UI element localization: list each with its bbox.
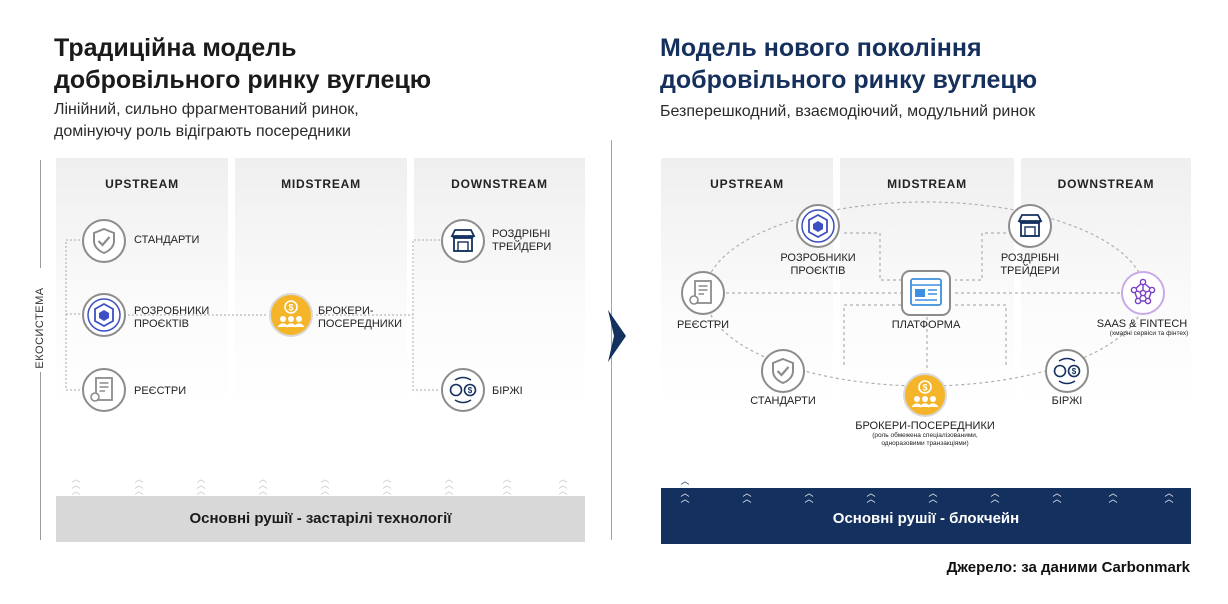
right-subtitle: Безперешкодний, взаємодіючий, модульний …	[660, 103, 1036, 120]
left-title-line1: Традиційна модель	[54, 34, 297, 62]
right-label-brokers: БРОКЕРИ-ПОСЕРЕДНИКИ	[855, 420, 995, 432]
registry-document-icon	[82, 368, 126, 412]
wave-mark: ︿︿	[1052, 488, 1062, 504]
svg-text:$: $	[1072, 367, 1077, 376]
wave-mark: ︿︿	[804, 488, 814, 504]
wave-mark: ︿︿︿	[258, 474, 268, 496]
chevron-right-icon	[608, 310, 626, 362]
panel-divider	[611, 140, 612, 540]
platform-browser-icon	[901, 270, 951, 316]
right-label-developers: РОЗРОБНИКИ ПРОЄКТІВ	[768, 252, 868, 278]
wave-mark: ︿	[680, 476, 690, 486]
source-note: Джерело: за даними Carbonmark	[946, 559, 1190, 576]
left-label-retail: РОЗДРІБНІ ТРЕЙДЕРИ	[492, 228, 551, 254]
left-label-registries: РЕЄСТРИ	[134, 385, 187, 397]
svg-text:$: $	[922, 383, 927, 393]
right-col-upstream-heading: UPSTREAM	[710, 177, 784, 191]
right-drivers-bar: Основні рушії - блокчейн	[832, 510, 1020, 527]
svg-text:$: $	[468, 386, 473, 395]
right-label-developers-line1: РОЗРОБНИКИ	[780, 252, 856, 264]
right-label-brokers-note-line1: (роль обмежена спеціалізованими,	[872, 432, 978, 439]
wave-mark: ︿︿︿	[134, 474, 144, 496]
right-label-platform: ПЛАТФОРМА	[891, 319, 961, 331]
left-label-brokers-line1: БРОКЕРИ-	[318, 305, 374, 317]
broker-dollar-people-icon: $	[903, 373, 947, 417]
project-developer-icon	[796, 204, 840, 248]
wave-mark: ︿︿︿	[382, 474, 392, 496]
right-label-registries: РЕЄСТРИ	[676, 319, 730, 331]
right-title-line1: Модель нового покоління	[660, 34, 982, 62]
left-label-retail-line1: РОЗДРІБНІ	[492, 228, 551, 240]
left-title: Традиційна модель добровільного ринку ву…	[54, 32, 431, 96]
ecosystem-axis-gap	[40, 268, 41, 372]
left-label-brokers-line2: ПОСЕРЕДНИКИ	[318, 318, 403, 330]
left-label-developers-line2: ПРОЄКТІВ	[134, 318, 189, 330]
left-col-downstream-heading: DOWNSTREAM	[451, 177, 548, 191]
left-col-midstream	[235, 158, 407, 408]
left-col-downstream	[414, 158, 585, 408]
exchange-coins-icon: $	[1045, 349, 1089, 393]
left-col-upstream-heading: UPSTREAM	[105, 177, 179, 191]
shield-check-icon	[761, 349, 805, 393]
left-title-line2: добровільного ринку вуглецю	[54, 66, 432, 94]
right-label-retail-line2: ТРЕЙДЕРИ	[1000, 265, 1060, 277]
left-label-exchanges: БІРЖІ	[492, 385, 523, 397]
right-label-saas-note: (хмарні сервіси та фінтех)	[1109, 330, 1189, 337]
retail-store-icon	[441, 219, 485, 263]
wave-mark: ︿︿	[990, 488, 1000, 504]
wave-mark: ︿︿︿	[558, 474, 568, 496]
right-drivers-bar-bg	[661, 488, 1191, 544]
left-subtitle-line1: Лінійний, сильно фрагментований ринок,	[54, 101, 359, 118]
wave-mark: ︿︿	[1108, 488, 1118, 504]
project-developer-icon	[82, 293, 126, 337]
right-label-exchanges: БІРЖІ	[1051, 395, 1083, 407]
left-drivers-bar: Основні рушії - застарілі технології	[56, 496, 585, 542]
registry-document-icon	[681, 271, 725, 315]
wave-mark: ︿︿︿	[444, 474, 454, 496]
shield-check-icon	[82, 219, 126, 263]
wave-mark: ︿︿︿	[320, 474, 330, 496]
left-label-developers: РОЗРОБНИКИ ПРОЄКТІВ	[134, 305, 209, 331]
right-label-saas: SAAS & FINTECH	[1096, 318, 1188, 330]
broker-dollar-people-icon: $	[269, 293, 313, 337]
right-col-midstream-heading: MIDSTREAM	[887, 177, 967, 191]
left-label-retail-line2: ТРЕЙДЕРИ	[492, 241, 552, 253]
left-label-standards: СТАНДАРТИ	[134, 234, 200, 246]
left-connector-lines	[65, 239, 440, 391]
wave-mark: ︿︿	[866, 488, 876, 504]
left-label-brokers: БРОКЕРИ- ПОСЕРЕДНИКИ	[318, 305, 402, 331]
wave-mark: ︿︿︿	[71, 474, 81, 496]
left-subtitle-line2: домінуючу роль відіграють посередники	[54, 123, 351, 140]
right-label-retail: РОЗДРІБНІ ТРЕЙДЕРИ	[980, 252, 1080, 278]
right-label-developers-line2: ПРОЄКТІВ	[790, 265, 846, 277]
right-label-retail-line1: РОЗДРІБНІ	[1000, 252, 1060, 264]
svg-text:$: $	[288, 303, 293, 313]
right-col-downstream-heading: DOWNSTREAM	[1057, 177, 1155, 191]
wave-mark: ︿︿︿	[502, 474, 512, 496]
wave-mark: ︿︿	[928, 488, 938, 504]
wave-mark: ︿︿︿	[196, 474, 206, 496]
retail-store-icon	[1008, 204, 1052, 248]
left-col-midstream-heading: MIDSTREAM	[281, 177, 361, 191]
left-col-upstream	[56, 158, 228, 408]
right-label-brokers-note-line2: одноразовими транзакціями)	[881, 440, 969, 447]
exchange-coins-icon: $	[441, 368, 485, 412]
left-label-developers-line1: РОЗРОБНИКИ	[134, 305, 210, 317]
right-title: Модель нового покоління добровільного ри…	[660, 32, 1037, 96]
right-label-standards: СТАНДАРТИ	[750, 395, 816, 407]
right-label-brokers-note: (роль обмежена спеціалізованими, однораз…	[840, 432, 1010, 448]
saas-network-icon	[1121, 271, 1165, 315]
wave-mark: ︿︿	[742, 488, 752, 504]
left-subtitle: Лінійний, сильно фрагментований ринок, д…	[54, 99, 359, 143]
right-title-line2: добровільного ринку вуглецю	[660, 66, 1038, 94]
wave-mark: ︿︿	[1164, 488, 1174, 504]
wave-mark: ︿︿	[680, 488, 690, 504]
